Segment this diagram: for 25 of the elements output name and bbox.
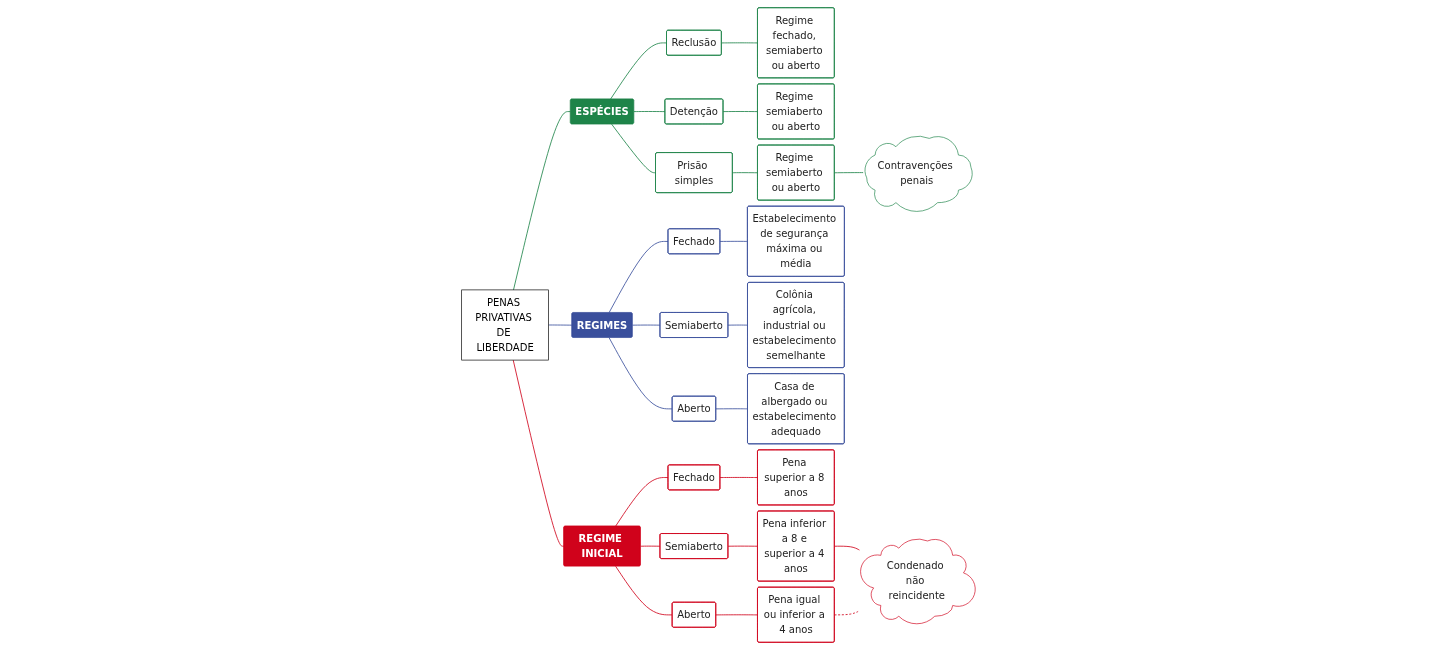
connector [608, 241, 669, 314]
node-box: PENAS PRIVATIVAS DE LIBERDADE [460, 289, 549, 361]
connector [547, 324, 572, 326]
connector [512, 359, 564, 547]
connector [720, 42, 758, 44]
connector [722, 111, 758, 113]
connector [715, 614, 758, 616]
connector [614, 477, 669, 527]
connector [631, 324, 661, 326]
connector [727, 545, 758, 547]
connector [633, 111, 665, 113]
connector [609, 42, 667, 100]
connector [731, 172, 758, 174]
connector [639, 545, 661, 547]
connector [719, 240, 748, 242]
connector [727, 324, 748, 326]
connector [833, 172, 864, 174]
connector [610, 123, 656, 174]
connector [719, 477, 758, 478]
connector [614, 565, 673, 616]
connector [608, 337, 673, 410]
connector [833, 610, 860, 616]
connector [715, 408, 748, 410]
connector [833, 545, 860, 551]
connector [512, 111, 571, 291]
